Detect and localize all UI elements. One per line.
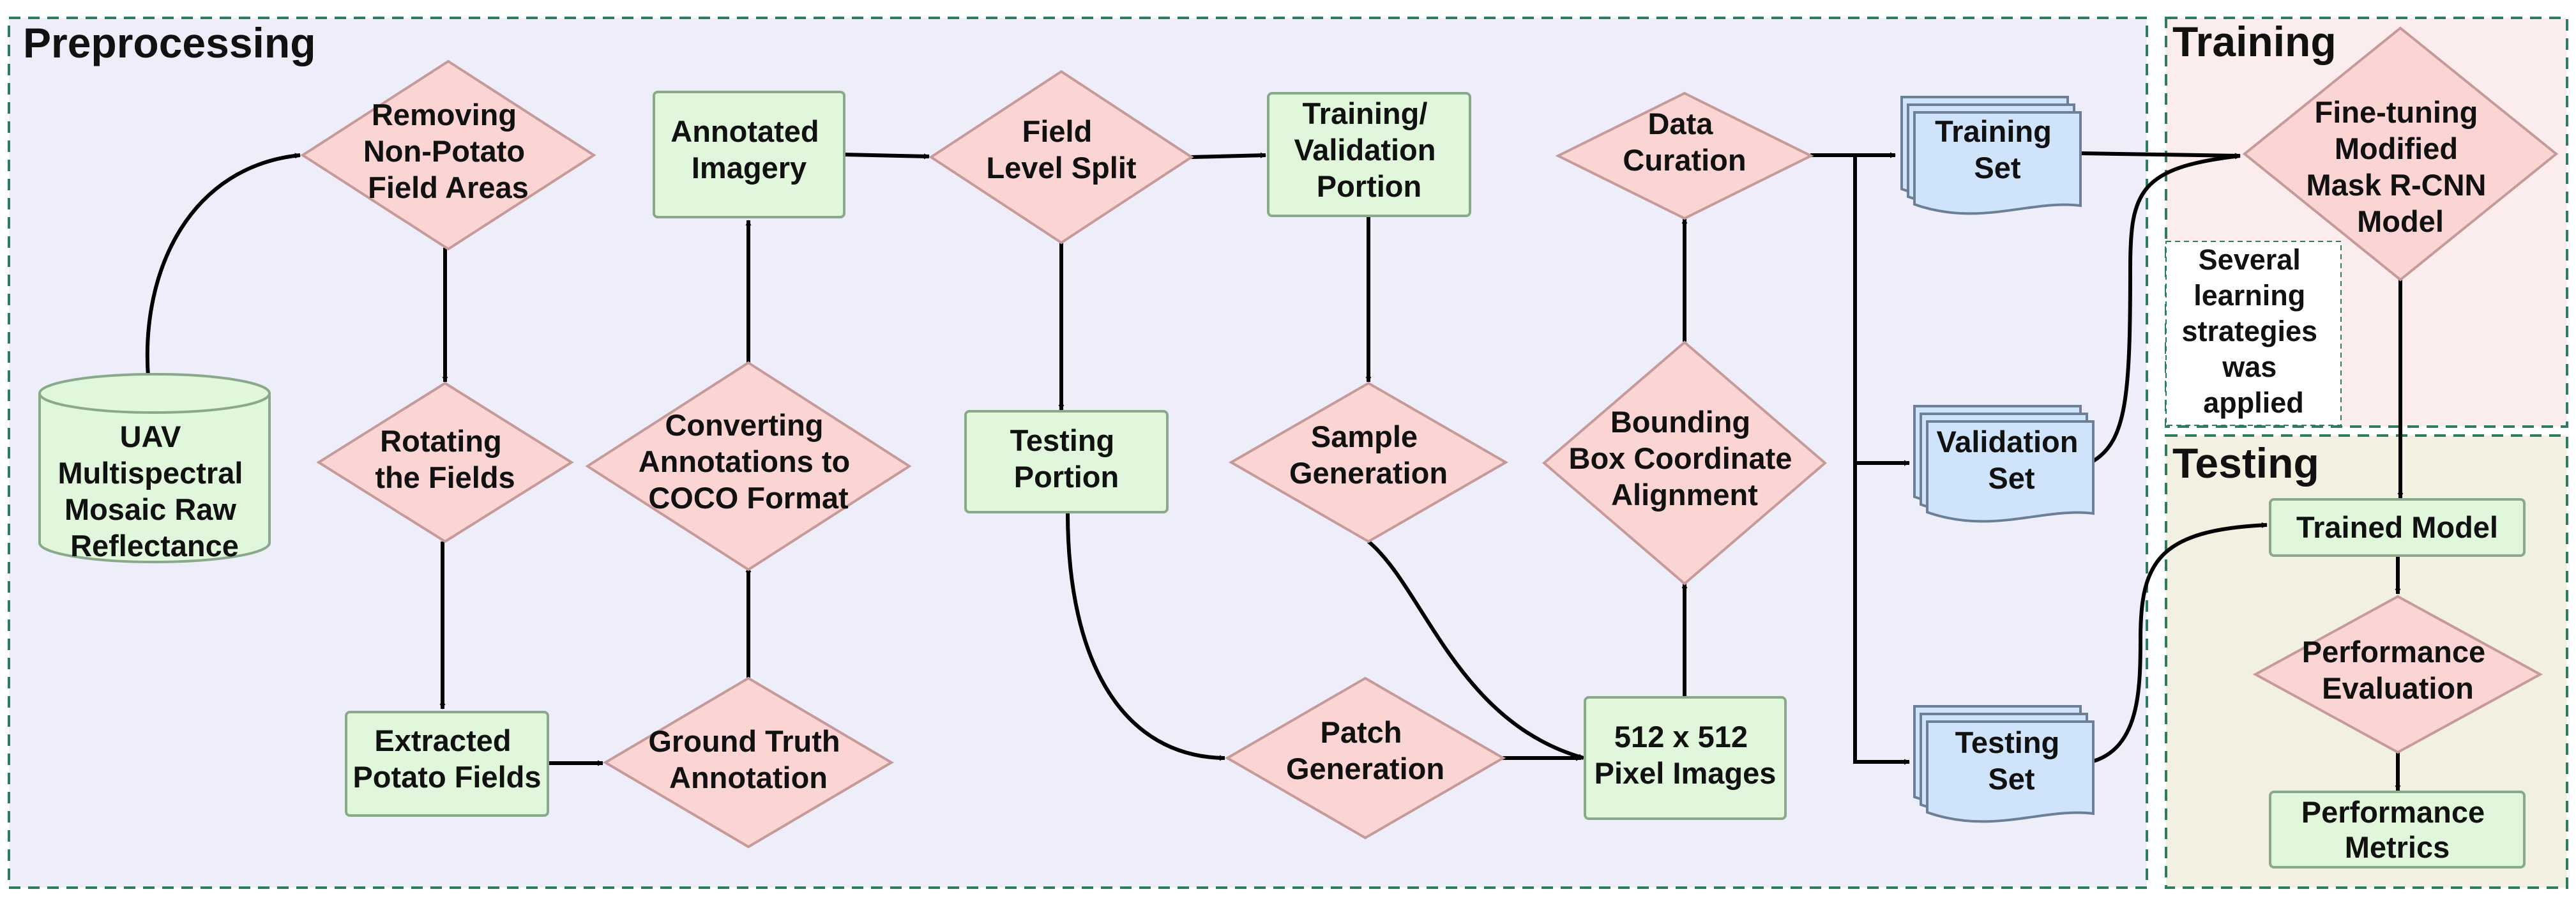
edge-testing-patch	[1066, 512, 1225, 761]
annotated-imagery-box: Annotated Imagery	[653, 91, 845, 218]
svg-text:Training/ Validation: Training/ Validation Portion	[1294, 96, 1444, 203]
uav-line-1: UAV	[120, 420, 181, 453]
preprocessing-title: Preprocessing	[23, 19, 316, 66]
edge-trainingset-finetune	[2080, 151, 2241, 159]
edge-curation-split-trunk	[1810, 153, 1910, 765]
edge-annotated-split	[844, 153, 930, 160]
svg-text:Removing Non-Potato: Removing Non-Potato Field Areas	[363, 98, 533, 204]
edge-testingset-trained	[2093, 522, 2268, 763]
svg-text:Training Set: Training Set	[1935, 114, 2060, 185]
edge-sample-pixel	[1367, 540, 1584, 760]
bbox-alignment-diamond: Bounding Box Coordinate Alignment	[1542, 340, 1828, 586]
svg-text:Extracted Potato Fields: Extracted Potato Fields	[352, 724, 541, 794]
data-curation-diamond: Data Curation	[1555, 91, 1814, 220]
svg-text:Ground Truth Annotation: Ground Truth Annotation	[648, 724, 848, 794]
svg-text:Fine-tuning Modified: Fine-tuning Modified Mask R-CNN Model	[2306, 95, 2494, 238]
performance-metrics-box: Performance Metrics	[2269, 791, 2526, 869]
svg-text:Validation Set: Validation Set	[1936, 425, 2086, 495]
removing-areas-diamond: Removing Non-Potato Field Areas	[300, 59, 596, 251]
pixel-images-box: 512 x 512 Pixel Images	[1584, 696, 1787, 820]
finetuning-diamond: Fine-tuning Modified Mask R-CNN Model	[2242, 26, 2559, 282]
patch-generation-diamond: Patch Generation	[1225, 676, 1506, 840]
uav-line-4: Reflectance	[70, 529, 239, 563]
svg-text:Testing Portion: Testing Portion	[1010, 423, 1123, 494]
edge-uav-removing	[145, 153, 301, 377]
testing-set-docs: Testing Set	[1913, 705, 2095, 823]
svg-text:Rotating the Fields: Rotating the Fields	[375, 424, 515, 494]
training-set-docs: Training Set	[1900, 96, 2082, 215]
svg-text:Trained Model: Trained Model	[2296, 510, 2498, 544]
svg-text:512 x 512 Pixel Images: 512 x 512 Pixel Images	[1595, 720, 1777, 790]
training-title: Training	[2172, 18, 2337, 65]
performance-evaluation-diamond: Performance Evaluation	[2252, 595, 2543, 754]
svg-text:Data Curation: Data Curation	[1623, 107, 1746, 177]
trained-model-box: Trained Model	[2269, 498, 2526, 557]
svg-text:Converting Annotations t: Converting Annotations to COCO Format	[639, 408, 859, 515]
validation-set-docs: Validation Set	[1913, 405, 2095, 523]
svg-text:Bounding Box Coordinate: Bounding Box Coordinate Alignment	[1569, 405, 1801, 512]
field-split-diamond: Field Level Split	[928, 70, 1194, 245]
train-val-portion-box: Training/ Validation Portion	[1267, 92, 1471, 217]
rotating-fields-diamond: Rotating the Fields	[316, 381, 574, 543]
converting-coco-diamond: Converting Annotations to COCO Format	[585, 361, 912, 572]
ground-truth-diamond: Ground Truth Annotation	[603, 676, 894, 849]
uav-source-cylinder: UAV Multispectral Mosaic Raw Reflectance	[38, 373, 271, 563]
svg-text:UAV Multispectral: UAV Multispectral Mosaic Raw Reflectance	[58, 420, 252, 563]
svg-text:Sample Generation: Sample Generation	[1289, 420, 1448, 490]
testing-title: Testing	[2172, 439, 2319, 487]
strategies-note: Several learning strategies was applied	[2165, 241, 2342, 426]
svg-text:Testing Set: Testing Set	[1955, 725, 2068, 796]
svg-text:Performance Metrics: Performance Metrics	[2301, 795, 2493, 864]
extracted-fields-box: Extracted Potato Fields	[345, 711, 549, 817]
svg-text:Annotated Imagery: Annotated Imagery	[671, 114, 827, 185]
svg-text:Field Level Split: Field Level Split	[986, 114, 1136, 185]
svg-text:Patch Generation: Patch Generation	[1286, 715, 1444, 785]
svg-text:Performance Evaluation: Performance Evaluation	[2302, 635, 2494, 705]
edge-split-trainval	[1190, 152, 1266, 159]
edge-validationset-finetune	[2092, 153, 2241, 463]
svg-text:Several learning s: Several learning strategies was applied	[2181, 243, 2325, 419]
uav-line-3: Mosaic Raw	[64, 492, 236, 526]
testing-portion-box: Testing Portion	[964, 410, 1169, 513]
edges	[145, 151, 2404, 791]
sample-generation-diamond: Sample Generation	[1228, 381, 1509, 543]
uav-line-2: Multispectral	[58, 456, 243, 490]
